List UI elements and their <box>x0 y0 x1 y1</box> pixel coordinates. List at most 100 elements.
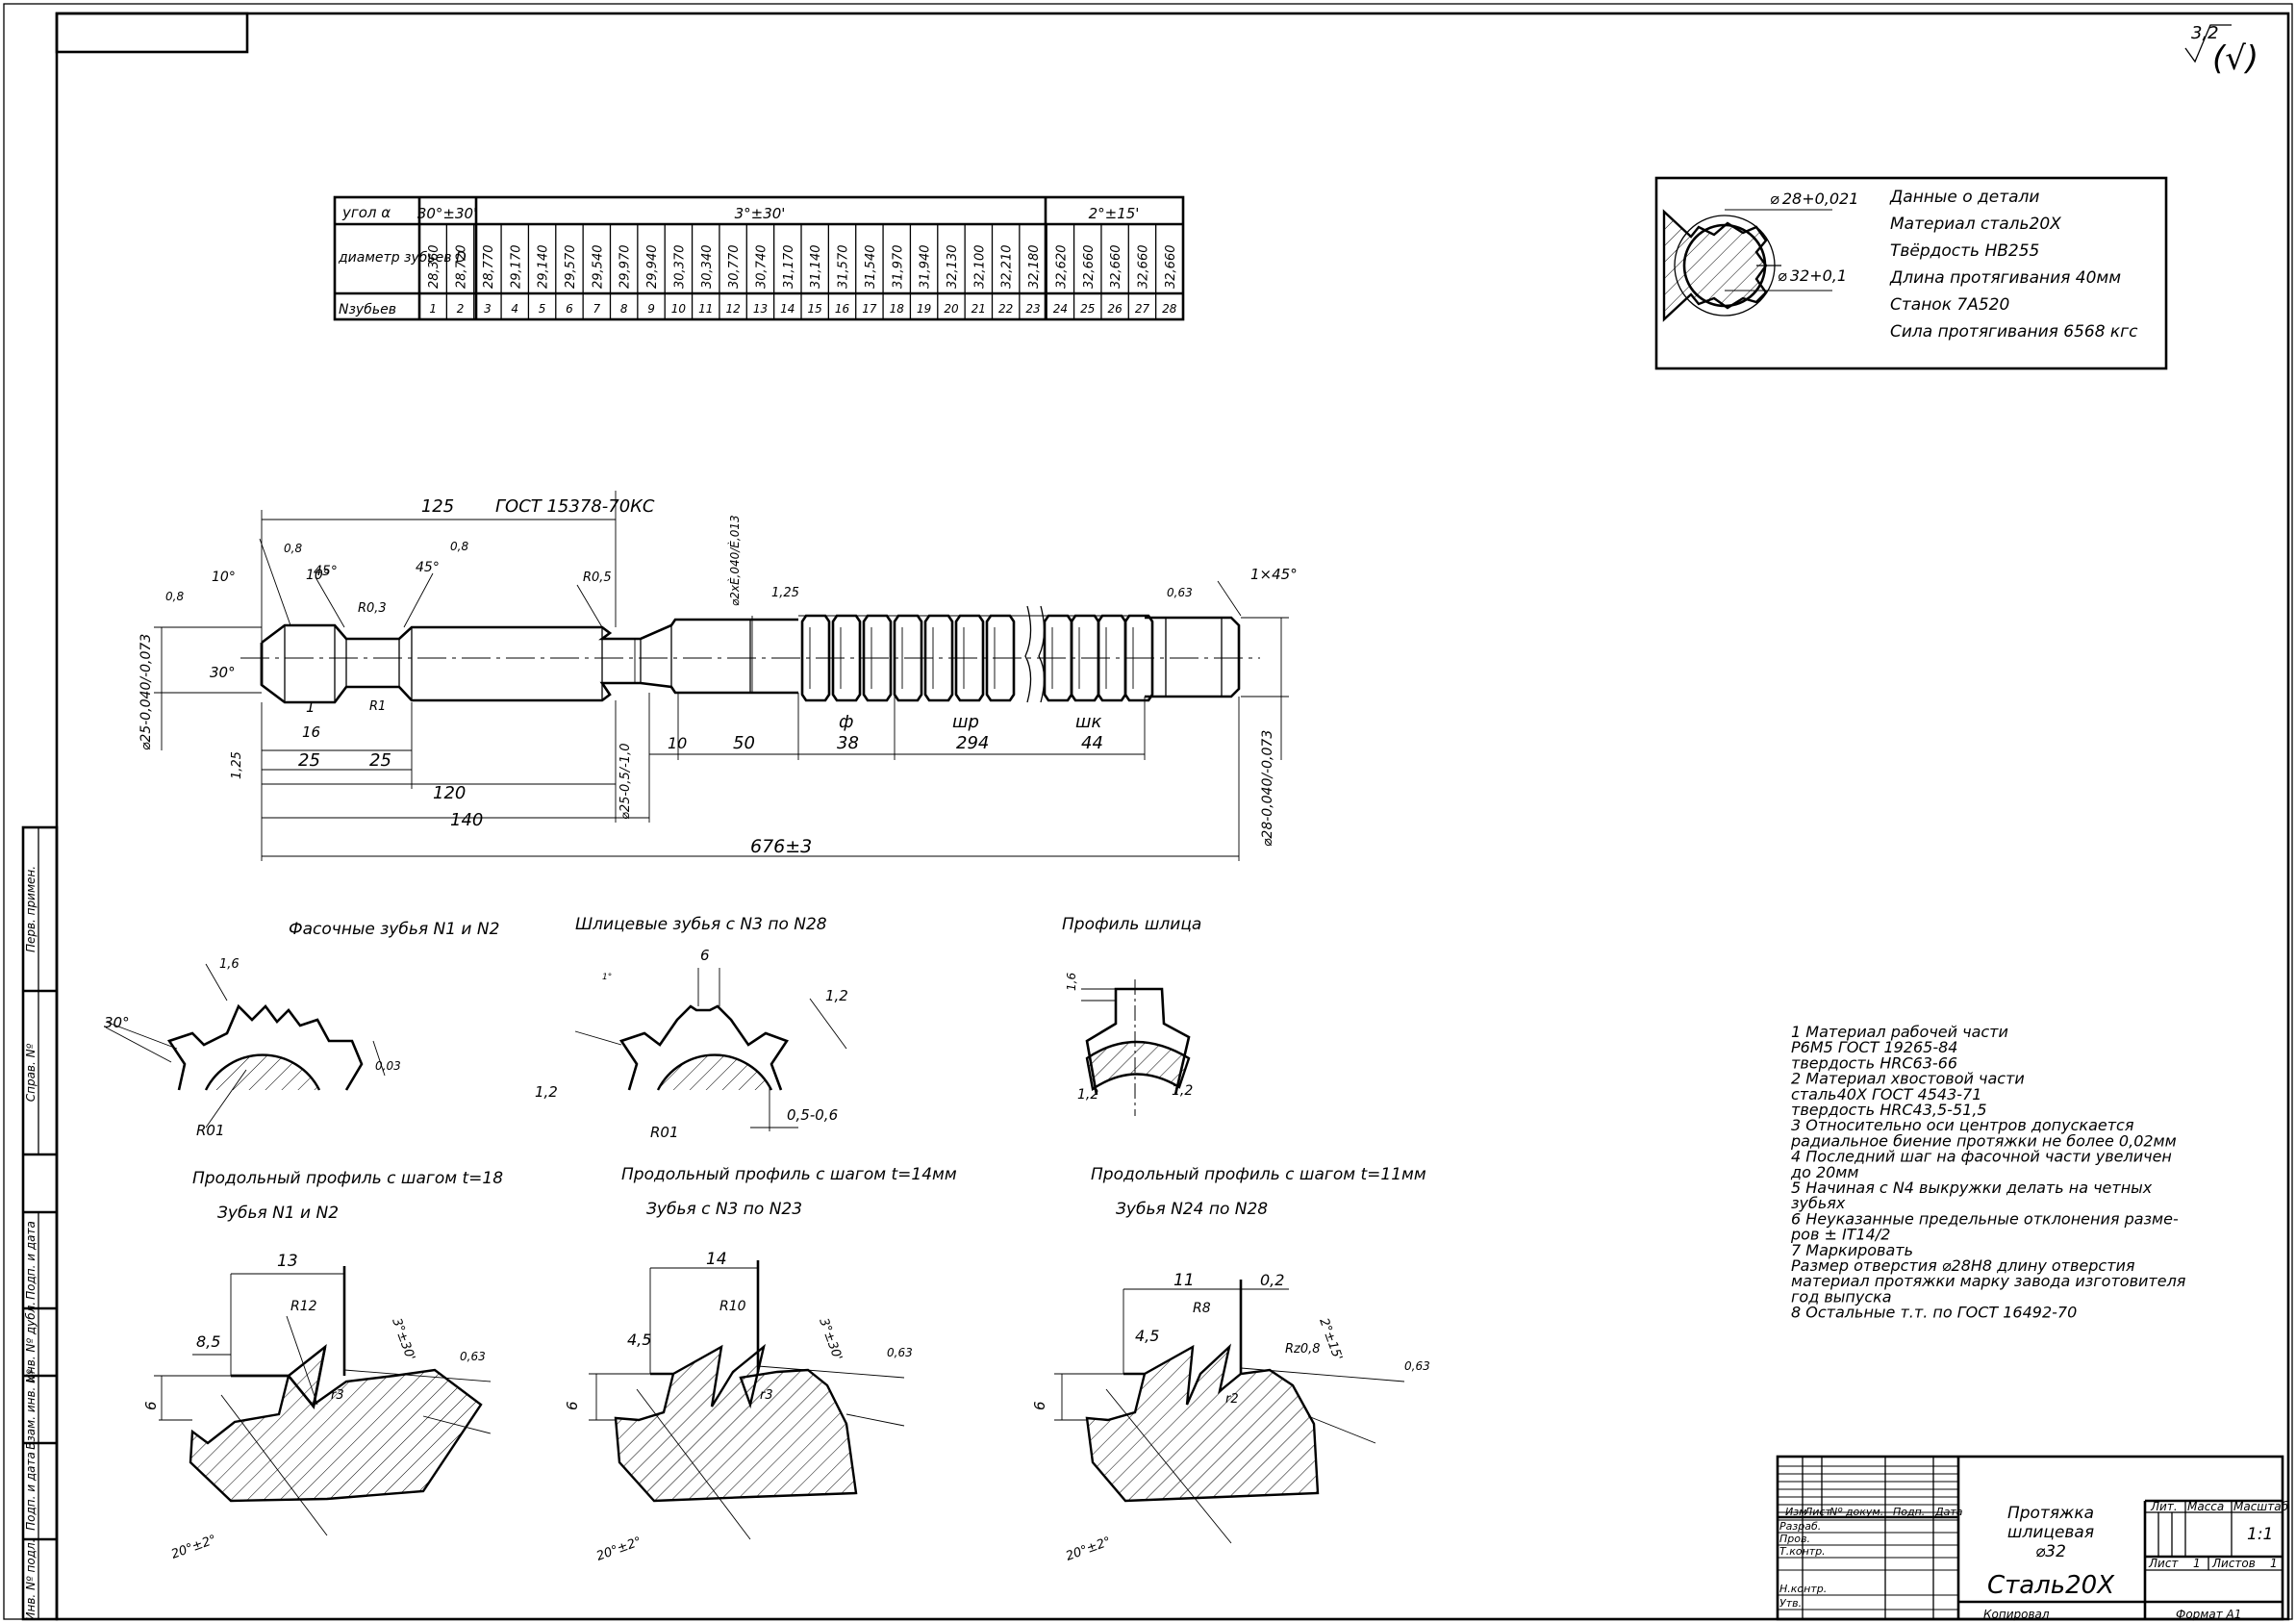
tb-row-label: Пров. <box>1779 1533 1810 1545</box>
table-number-cell: 14 <box>780 302 795 316</box>
table-number-cell: 5 <box>539 302 546 316</box>
tb-lit-label: Лит. <box>2150 1500 2178 1513</box>
profile-1-pitch: 13 <box>277 1252 298 1271</box>
table-number-cell: 2 <box>457 302 465 316</box>
dim-294: 294 <box>956 733 989 753</box>
part-section-hatch <box>1662 209 1768 322</box>
table-number-cell: 24 <box>1053 302 1068 316</box>
table-number-cell: 21 <box>971 302 986 316</box>
broach-tooth <box>893 614 923 702</box>
profile-1-rake: 20°±2° <box>169 1533 218 1562</box>
dim-left-125: 1,25 <box>230 751 244 779</box>
tb-col-date: Дата <box>1934 1506 1963 1518</box>
table-diameter-cell: 31,940 <box>919 245 933 290</box>
note-line: радиальное биение протяжки не более 0,02… <box>1790 1131 2177 1150</box>
table-number-cell: 13 <box>753 302 768 316</box>
tooth-view-1-title: Фасочные зубья N1 и N2 <box>289 920 499 939</box>
note-line: зубьях <box>1791 1194 1846 1212</box>
table-diameter-cell: 30,770 <box>727 245 742 290</box>
tb-col-doc: Nº докум. <box>1829 1506 1883 1518</box>
side-stamp-6: Подп. и дата <box>24 1452 38 1531</box>
broach-main-view: 125 ГОСТ 15378-70КС 0,8 10° 45° R0,3 45°… <box>139 491 1298 861</box>
roughness-value: 3,2 <box>2191 23 2219 43</box>
profile-3: Продольный профиль с шагом t=11мм Зубья … <box>1031 1165 1430 1564</box>
angle-group-3: 2°±15' <box>1089 205 1140 222</box>
table-number-cell: 19 <box>917 302 931 316</box>
table-number-cell: 27 <box>1135 302 1150 316</box>
note-line: материал протяжки марку завода изготовит… <box>1791 1272 2186 1290</box>
profile-3-depth: 6 <box>1031 1401 1048 1410</box>
note-line: 8 Остальные т.т. по ГОСТ 16492-70 <box>1791 1304 2077 1322</box>
table-number-cell: 10 <box>671 302 687 316</box>
profile-2: Продольный профиль с шагом t=14мм Зубья … <box>564 1165 957 1564</box>
profile-3-radius: R8 <box>1193 1301 1211 1316</box>
tv3-dim-16: 1,6 <box>1065 973 1078 991</box>
table-diameter-cell: 30,340 <box>700 245 715 290</box>
part-data-line-4: Длина протягивания 40мм <box>1889 268 2121 288</box>
dim-38: 38 <box>837 733 859 753</box>
note-line: 7 Маркировать <box>1791 1241 1913 1259</box>
dim-r05: R0,5 <box>583 571 612 585</box>
dim-44: 44 <box>1081 733 1103 753</box>
broach-tooth <box>954 614 985 702</box>
profile-1: Продольный профиль с шагом t=18 Зубья N1… <box>142 1169 503 1562</box>
note-line: твердость HRC43,5-51,5 <box>1791 1101 1987 1119</box>
table-number-cell: 26 <box>1107 302 1123 316</box>
top-left-stamp-box <box>55 12 249 54</box>
inner-frame <box>55 12 2290 1621</box>
tb-col-sign: Подп. <box>1893 1506 1925 1518</box>
tv3-dim-12b: 1,2 <box>1172 1083 1193 1099</box>
table-diameter-cell: 31,170 <box>782 245 796 290</box>
tb-material: Сталь20Х <box>1987 1571 2115 1600</box>
table-number-cell: 25 <box>1080 302 1095 316</box>
profile-2-depth: 6 <box>564 1401 581 1410</box>
dim-dia-28-front: ⌀2хЀ,040/Ѐ,013 <box>727 515 742 606</box>
table-diameter-cell: 29,970 <box>618 245 633 290</box>
tb-row-label: Разраб. <box>1779 1520 1821 1533</box>
broach-tooth <box>1070 614 1100 702</box>
hole-dim-32: ⌀ 32+0,1 <box>1778 266 1847 285</box>
side-stamp-4: Инв. Nº дубл. <box>24 1302 38 1382</box>
profile-2-rake: 20°±2° <box>594 1534 643 1564</box>
profile-1-rsmall: r3 <box>331 1388 344 1403</box>
side-stamp-5: Взам. инв. Nº <box>24 1369 38 1450</box>
broach-tooth <box>800 614 831 702</box>
profile-1-depth: 6 <box>142 1401 160 1410</box>
table-number-cell: 18 <box>890 302 905 316</box>
hole-dim-28: ⌀ 28+0,021 <box>1770 190 1858 208</box>
note-line: твердость HRC63-66 <box>1791 1053 1957 1072</box>
part-data-box: ⌀ 28+0,021 ⌀ 32+0,1 Данные о детали Мате… <box>1654 176 2168 370</box>
tb-format: Формат A1 <box>2176 1608 2241 1621</box>
note-line: 2 Материал хвостовой части <box>1791 1070 2025 1088</box>
dim-125-b: 1,25 <box>771 586 799 600</box>
dim-rough-063: 0,63 <box>1167 586 1193 599</box>
profile-2-pitch: 14 <box>706 1250 727 1269</box>
table-diameter-cell: 29,140 <box>537 245 551 290</box>
gost-center-holes: ГОСТ 15378-70КС <box>495 496 655 517</box>
dim-chamfer-08-a: 0,8 <box>284 542 302 555</box>
tb-scale-value: 1:1 <box>2247 1525 2273 1544</box>
profile-1-radius: R12 <box>290 1299 317 1314</box>
tb-col-izm: Изм <box>1785 1506 1806 1518</box>
dim-25-b: 25 <box>369 750 391 771</box>
dim-dia-28-rear: ⌀28-0,040/-0,073 <box>1260 730 1275 847</box>
table-diameter-cell: 32,130 <box>946 245 960 290</box>
table-row-number: Nзубьев <box>339 302 396 317</box>
profile-3-pitch: 11 <box>1173 1271 1195 1290</box>
broach-tooth <box>985 614 1016 702</box>
profile-1-angle: 3°±30' <box>389 1316 417 1362</box>
dim-r1: R1 <box>369 699 386 714</box>
profile-3-rough: 0,63 <box>1404 1359 1430 1373</box>
profile-1-sub: Зубья N1 и N2 <box>217 1204 339 1223</box>
profile-1-rough: 0,63 <box>460 1350 486 1363</box>
broach-teeth <box>798 614 1154 702</box>
dim-angle-45: 45° <box>416 560 440 575</box>
dim-angle-10: 10° <box>306 568 330 583</box>
tb-sheet-value: 1 <box>2193 1557 2201 1570</box>
broach-tooth <box>831 614 862 702</box>
tv1-dim-16: 1,6 <box>219 957 240 972</box>
tv2-dim-r01: R01 <box>650 1124 679 1141</box>
table-number-cell: 17 <box>862 302 877 316</box>
dim-25-a: 25 <box>298 750 320 771</box>
dim-16: 16 <box>302 723 320 741</box>
